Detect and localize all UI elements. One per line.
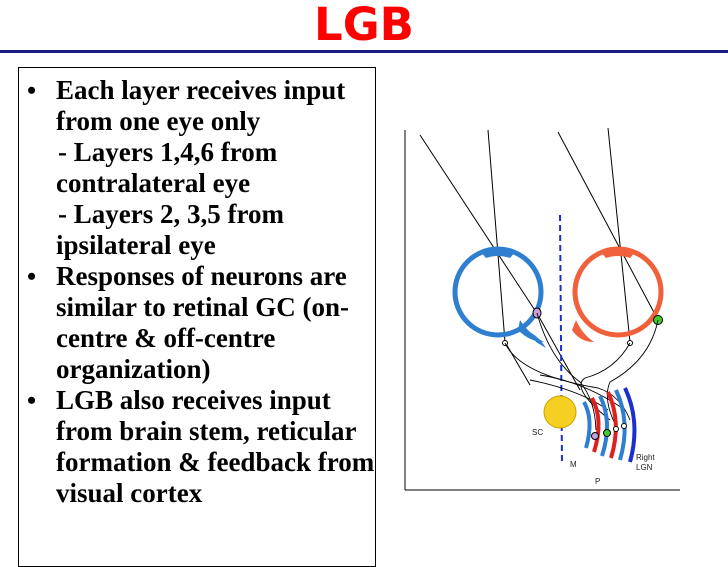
sub-item: - Layers 1,4,6 from contralateral eye — [19, 137, 375, 199]
bullet-text: Responses of neurons are similar to reti… — [56, 261, 349, 384]
label-p: P — [595, 477, 600, 486]
right-eye-rays — [557, 127, 659, 343]
label-right: Right — [636, 453, 655, 462]
lgn-green-cell — [603, 429, 611, 437]
lgn-purple-cell — [591, 432, 599, 440]
bullet-item: • LGB also receives input from brain ste… — [19, 385, 375, 509]
bullet-dot-icon: • — [27, 386, 37, 415]
sub-text: - Layers 1,4,6 from contralateral eye — [56, 137, 278, 198]
label-sc: SC — [532, 428, 543, 437]
bullet-item: • Each layer receives input from one eye… — [19, 75, 375, 137]
title-underline — [0, 50, 728, 53]
left-eye-rays — [419, 129, 581, 391]
bullet-dot-icon: • — [27, 76, 37, 105]
bullet-dot-icon: • — [27, 262, 37, 291]
sub-item: - Layers 2, 3,5 from ipsilateral eye — [19, 199, 375, 261]
bullet-list: • Each layer receives input from one eye… — [19, 75, 375, 509]
lgn-node — [621, 423, 627, 429]
slide-title: LGB — [314, 0, 414, 51]
left-eye — [452, 246, 546, 348]
visual-pathway-diagram: SC M P Right LGN — [404, 127, 680, 491]
midline-dashed — [559, 214, 563, 466]
label-m: M — [570, 460, 577, 469]
bullet-item: • Responses of neurons are similar to re… — [19, 261, 375, 385]
lgn-layers — [582, 387, 637, 463]
right-eye — [572, 246, 664, 342]
text-box: • Each layer receives input from one eye… — [18, 67, 376, 567]
bullet-text: Each layer receives input from one eye o… — [56, 75, 346, 136]
lgn-node — [613, 426, 619, 432]
superior-colliculus — [543, 395, 577, 429]
bullet-text: LGB also receives input from brain stem,… — [56, 385, 375, 508]
label-lgn: LGN — [636, 463, 653, 472]
sub-text: - Layers 2, 3,5 from ipsilateral eye — [56, 199, 284, 260]
